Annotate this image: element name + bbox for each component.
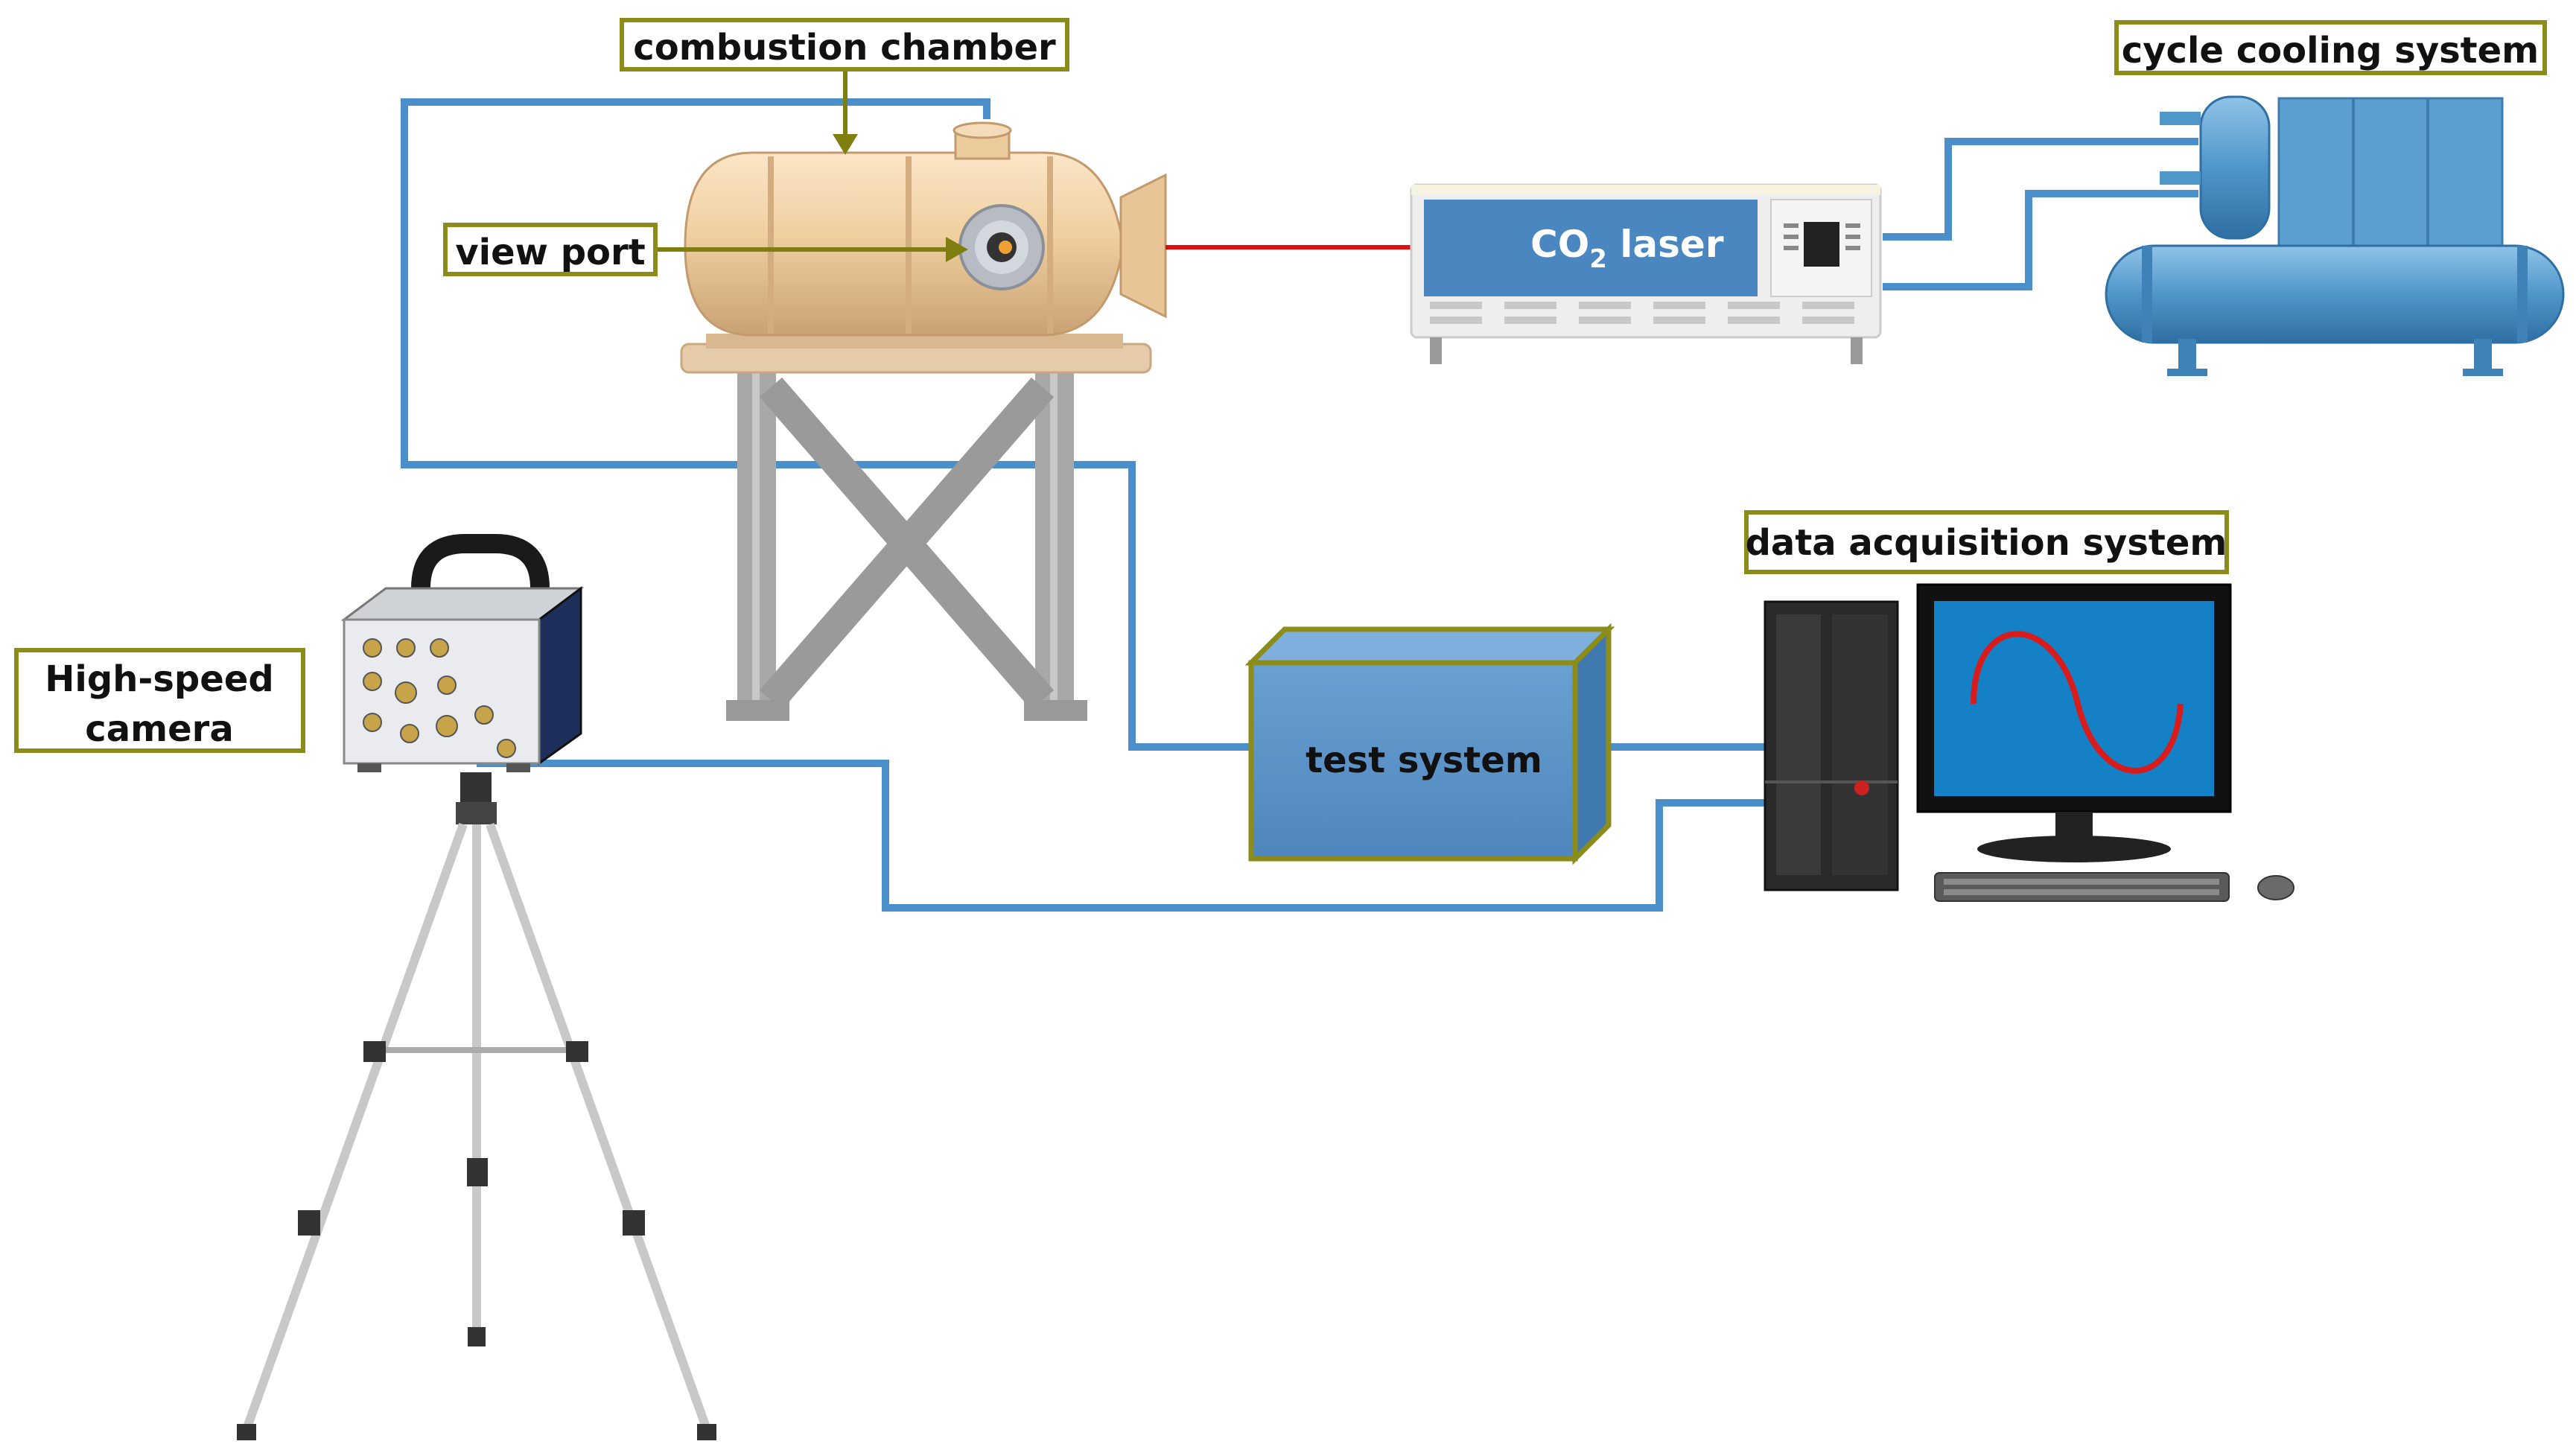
label-combustion-chamber: combustion chamber: [620, 18, 1069, 71]
keyboard-icon: [1934, 872, 2230, 902]
label-high-speed-camera: High-speed camera: [14, 648, 305, 753]
high-speed-camera-icon: [340, 534, 585, 772]
combustion-chamber-label: combustion chamber: [633, 27, 1056, 69]
test-system-label: test system: [1306, 740, 1542, 781]
cycle-cooling-system-label: cycle cooling system: [2122, 30, 2539, 71]
high-speed-label-line1: High-speed: [45, 658, 273, 700]
wire-chamber-loop: [401, 98, 1259, 751]
cooling-system-icon: [2105, 95, 2565, 376]
view-port-label: view port: [455, 232, 645, 273]
label-data-acquisition-system: data acquisition system: [1744, 510, 2229, 574]
data-acquisition-system-label: data acquisition system: [1746, 522, 2227, 564]
co2-laser-icon: [1410, 183, 1882, 364]
connection-wires: [401, 98, 2198, 912]
label-pointers: [655, 69, 968, 262]
label-cycle-cooling-system: cycle cooling system: [2114, 20, 2547, 75]
wire-camera-to-daq: [477, 760, 1771, 912]
mouse-icon: [2257, 875, 2294, 900]
computer-tower-icon: [1764, 600, 1899, 891]
tripod-icon: [237, 772, 716, 1440]
wire-laser-to-cooling-upper: [1883, 138, 2198, 241]
monitor-icon: [1916, 583, 2232, 862]
combustion-chamber-icon: [680, 121, 1167, 374]
co2-laser-label: CO2 laser: [1530, 223, 1724, 274]
wire-laser-to-cooling-lower: [1883, 190, 2198, 290]
signal-curve: [1971, 631, 2184, 774]
high-speed-label-line2: camera: [85, 708, 233, 750]
stand-icon: [726, 372, 1087, 721]
test-system-box: [1244, 623, 1615, 865]
label-view-port: view port: [443, 223, 658, 276]
